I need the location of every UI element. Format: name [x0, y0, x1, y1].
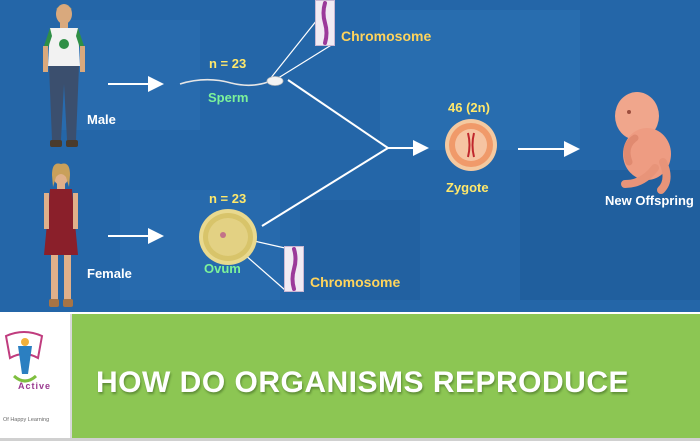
ovum-label: Ovum [204, 261, 241, 276]
female-figure [44, 163, 78, 307]
zygote-chromosome-count: 46 (2n) [448, 100, 490, 115]
bottom-divider [0, 438, 700, 441]
sperm-chromosome-count: n = 23 [209, 56, 247, 71]
male-label: Male [87, 112, 116, 127]
chromosome-zoom-top [315, 0, 335, 46]
title-banner: HOW DO ORGANISMS REPRODUCE [72, 314, 700, 439]
diagram-scene: Male Female n = 23 Sperm n = 23 Ovum Chr… [0, 0, 700, 312]
ovum-merge-line [261, 147, 389, 227]
logo-area: Active Of Happy Learning [0, 314, 72, 439]
logo-tagline: Of Happy Learning [3, 417, 50, 423]
logo-word: Active [18, 381, 52, 391]
chromosome-zoom-bottom [284, 246, 304, 292]
background-tiles [0, 0, 700, 312]
sperm-label: Sperm [208, 90, 249, 105]
chromosome-label-top: Chromosome [341, 28, 432, 44]
ovum-chromosome-count: n = 23 [209, 191, 247, 206]
chromosome-label-bottom: Chromosome [310, 274, 401, 290]
ovum-cell [199, 209, 257, 265]
female-label: Female [87, 266, 132, 281]
chromosome-icon [290, 247, 298, 291]
chromosome-icon [321, 1, 329, 45]
page-title: HOW DO ORGANISMS REPRODUCE [96, 365, 630, 399]
offspring-label: New Offspring [605, 193, 694, 208]
sperm-merge-line [287, 79, 389, 149]
sperm-cell [179, 76, 284, 87]
male-figure [43, 4, 85, 147]
logo-icon [4, 331, 44, 383]
fetus-figure [615, 92, 671, 194]
zygote-cell [445, 119, 497, 171]
zygote-label: Zygote [446, 180, 489, 195]
